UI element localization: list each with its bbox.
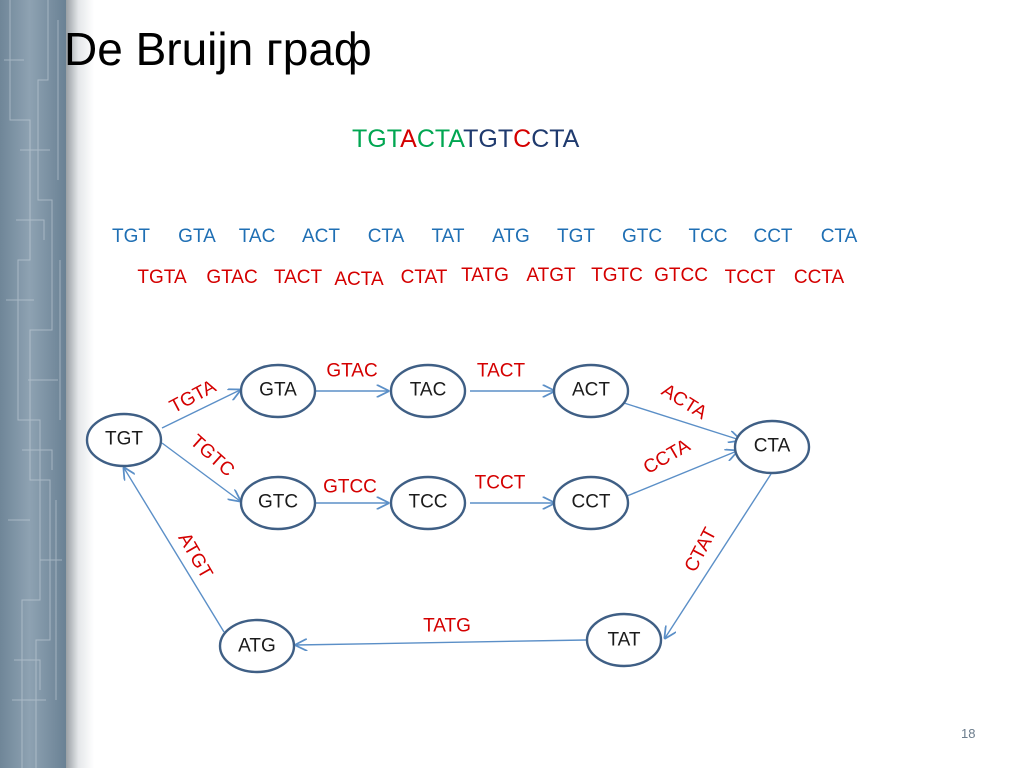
edge-acta bbox=[623, 402, 740, 440]
sequence-segment: A bbox=[400, 125, 417, 153]
edge-tgtc bbox=[161, 442, 240, 501]
kmer3-item: CTA bbox=[820, 226, 858, 247]
node-label-act: ACT bbox=[572, 380, 610, 401]
node-cct bbox=[552, 475, 630, 531]
edge-label-tgta: TGTA bbox=[166, 376, 220, 418]
kmer3-item: ATG bbox=[492, 226, 530, 247]
edge-ctat bbox=[665, 473, 772, 638]
node-cta bbox=[733, 419, 811, 475]
circuit-pattern-icon bbox=[4, 0, 62, 768]
node-label-gta: GTA bbox=[259, 380, 297, 401]
edge-label-atgt: ATGT bbox=[174, 529, 217, 582]
node-gta bbox=[239, 363, 317, 419]
edge-atgt bbox=[124, 468, 225, 633]
sequence-segment: CTA bbox=[531, 125, 580, 153]
edge-tatg bbox=[296, 640, 587, 645]
kmer3-item: GTC bbox=[621, 226, 663, 247]
kmer4-item: CTAT bbox=[400, 267, 448, 288]
sequence-segment: TGT bbox=[463, 125, 514, 153]
node-label-cta: CTA bbox=[754, 436, 791, 457]
node-tac bbox=[389, 363, 467, 419]
kmer3-item: CCT bbox=[753, 226, 793, 247]
node-tcc bbox=[389, 475, 467, 531]
kmer3-item: ACT bbox=[302, 226, 340, 247]
edge-label-gtac: GTAC bbox=[326, 361, 377, 382]
kmer4-item: TACT bbox=[273, 267, 323, 288]
node-label-gtc: GTC bbox=[258, 492, 298, 513]
node-label-cct: CCT bbox=[571, 492, 610, 513]
graph-edges bbox=[124, 390, 772, 645]
kmer3-item: TAT bbox=[431, 226, 465, 247]
kmer3-item: TGT bbox=[557, 226, 595, 247]
kmer4-item: TGTA bbox=[137, 267, 187, 288]
dna-sequence: TGTACTATGTCCTA bbox=[352, 125, 579, 154]
sequence-segment: TGT bbox=[352, 125, 401, 153]
node-atg bbox=[218, 618, 296, 674]
page-number: 18 bbox=[961, 726, 976, 741]
kmer4-item: ATGT bbox=[526, 265, 576, 286]
edge-label-gtcc: GTCC bbox=[323, 477, 377, 498]
graph-nodes bbox=[85, 363, 811, 674]
node-label-atg: ATG bbox=[238, 636, 276, 657]
kmer3-item: TAC bbox=[238, 226, 276, 247]
node-label-tac: TAC bbox=[410, 380, 447, 401]
edge-label-tatg: TATG bbox=[423, 616, 471, 637]
edge-label-ctat: CTAT bbox=[681, 524, 722, 576]
node-gtc bbox=[239, 475, 317, 531]
kmer3-item: TGT bbox=[112, 226, 150, 247]
edge-label-tcct: TCCT bbox=[475, 473, 526, 494]
edge-ccta bbox=[626, 451, 737, 497]
edge-tgta bbox=[161, 390, 240, 429]
edge-label-acta: ACTA bbox=[658, 380, 711, 424]
kmer3-item: CTA bbox=[367, 226, 405, 247]
edge-label-tgtc: TGTC bbox=[186, 431, 238, 481]
kmer4-item: GTAC bbox=[206, 267, 258, 288]
sidebar-shadow bbox=[66, 0, 94, 768]
kmer3-item: TCC bbox=[688, 226, 728, 247]
edge-label-tact: TACT bbox=[477, 361, 526, 382]
node-label-tcc: TCC bbox=[408, 492, 447, 513]
node-label-tat: TAT bbox=[607, 630, 640, 651]
kmer4-item: ACTA bbox=[334, 269, 384, 290]
kmer4-item: TATG bbox=[461, 265, 509, 286]
kmer4-item: GTCC bbox=[654, 265, 708, 286]
kmer4-item: TGTC bbox=[591, 265, 643, 286]
node-tgt bbox=[85, 412, 163, 468]
node-label-tgt: TGT bbox=[105, 429, 143, 450]
kmer4-item: CCTA bbox=[793, 267, 845, 288]
slide-title: De Bruijn граф bbox=[64, 23, 372, 75]
node-act bbox=[552, 363, 630, 419]
sequence-segment: CTA bbox=[416, 125, 464, 153]
kmer3-item: GTA bbox=[178, 226, 216, 247]
sequence-segment: C bbox=[513, 125, 532, 153]
node-tat bbox=[585, 612, 663, 668]
kmer4-item: TCCT bbox=[724, 267, 776, 288]
sidebar-decoration bbox=[0, 0, 66, 768]
